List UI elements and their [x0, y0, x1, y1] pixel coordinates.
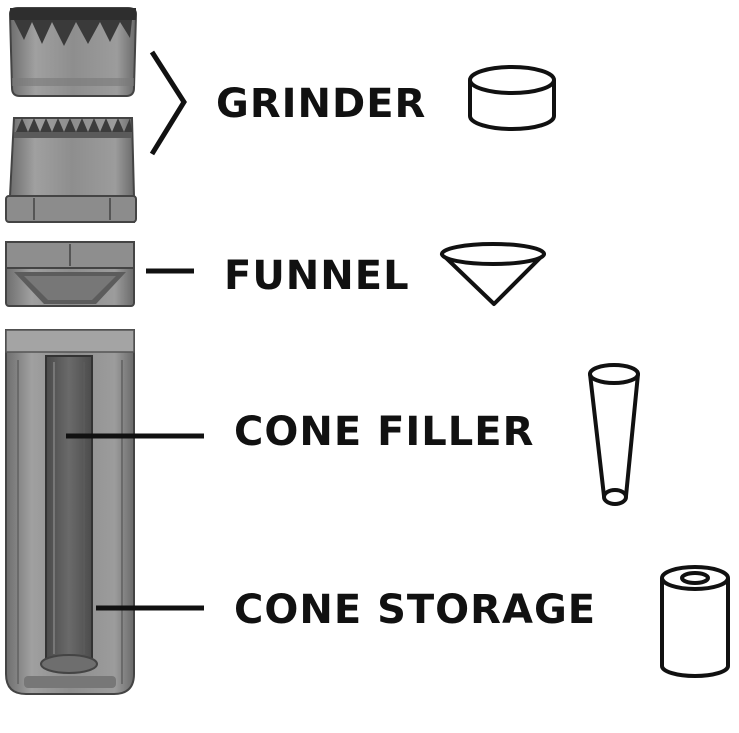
- cylinder-disc-icon: [468, 65, 556, 131]
- grinder-lid: [8, 7, 138, 97]
- storage-tube: [5, 329, 135, 695]
- label-funnel: FUNNEL: [224, 253, 410, 299]
- label-cone-storage: CONE STORAGE: [234, 587, 597, 633]
- grinder-bracket: [149, 50, 187, 156]
- label-cone-filler: CONE FILLER: [234, 409, 535, 455]
- funnel-cone-icon: [440, 242, 546, 306]
- hollow-cylinder-icon: [660, 565, 730, 678]
- leader-lines: [66, 50, 204, 611]
- funnel-piece: [5, 241, 135, 307]
- grinder-base: [5, 117, 137, 223]
- cone-tube-icon: [588, 363, 640, 506]
- label-grinder: GRINDER: [216, 81, 427, 127]
